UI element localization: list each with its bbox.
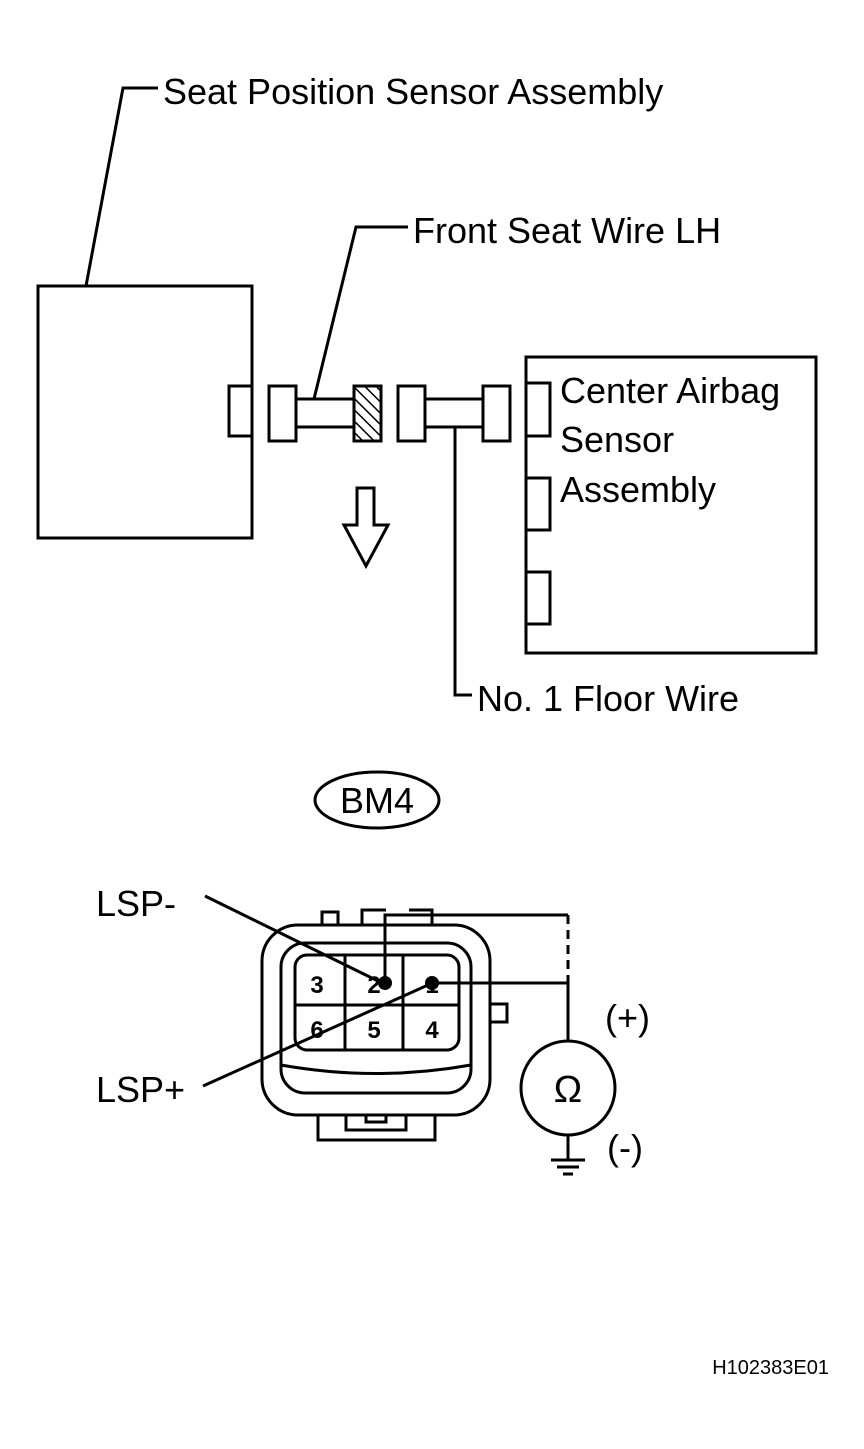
front-seat-wire-lh: Front Seat Wire LH [267, 210, 721, 443]
pin-3-label: 3 [310, 972, 323, 999]
connector-id-label: BM4 [340, 780, 414, 821]
center-airbag-label-3: Assembly [560, 469, 716, 510]
minus-label: (-) [607, 1127, 643, 1168]
center-airbag-sensor-assembly: Center Airbag Sensor Assembly [524, 355, 818, 655]
seat-sensor-label: Seat Position Sensor Assembly [163, 71, 663, 112]
pin-6-label: 6 [310, 1017, 323, 1044]
lsp-plus-label: LSP+ [96, 1069, 185, 1110]
down-arrow-icon [341, 486, 391, 570]
no-1-floor-wire: No. 1 Floor Wire [396, 384, 739, 719]
seat-position-sensor-assembly: Seat Position Sensor Assembly [36, 71, 663, 540]
ohm-symbol: Ω [554, 1069, 582, 1111]
ohmmeter-icon: Ω [519, 1039, 617, 1137]
floor-wire-label: No. 1 Floor Wire [477, 678, 739, 719]
center-airbag-label-2: Sensor [560, 419, 674, 460]
front-seat-wire-label: Front Seat Wire LH [413, 210, 721, 251]
plus-label: (+) [605, 997, 650, 1038]
figure-code: H102383E01 [712, 1357, 829, 1379]
center-airbag-label-1: Center Airbag [560, 370, 780, 411]
lsp-minus-label: LSP- [96, 883, 176, 924]
probe-wiring [378, 913, 570, 1058]
pin-4-label: 4 [425, 1017, 439, 1044]
pin-5-label: 5 [367, 1017, 380, 1044]
ground-icon [551, 1135, 585, 1176]
connector-bm4: 3 2 1 6 5 4 [260, 908, 509, 1142]
connector-id-badge: BM4 [313, 770, 441, 830]
